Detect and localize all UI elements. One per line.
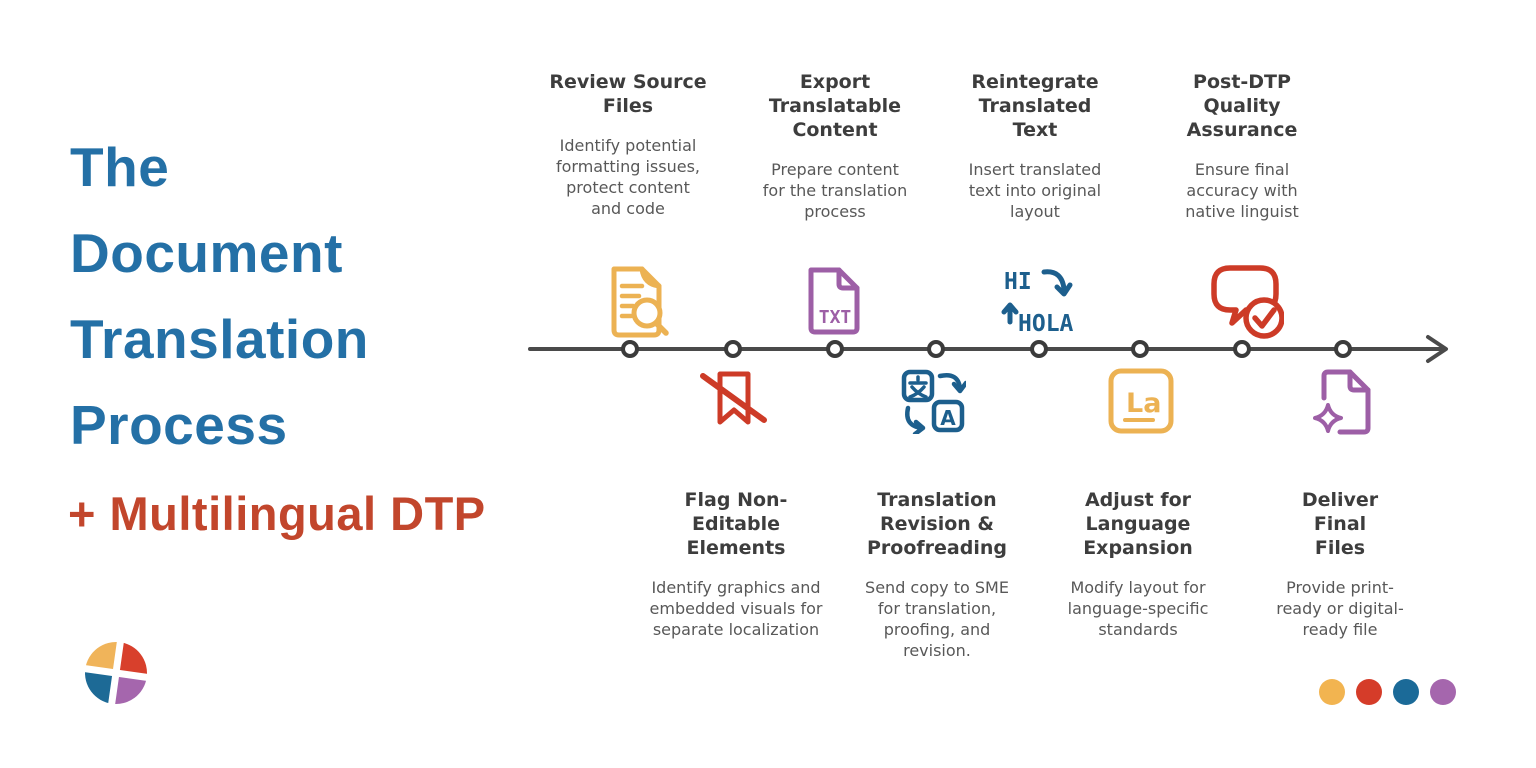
- step-description: Insert translated text into original lay…: [968, 160, 1102, 221]
- step-post-dtp-quality-assurance: Post-DTP Quality Assurance Ensure final …: [1142, 70, 1342, 222]
- a-label: A: [940, 406, 956, 430]
- language-la-icon: La: [1108, 368, 1174, 434]
- timeline-nodes: [621, 340, 1352, 358]
- timeline-node: [724, 340, 742, 358]
- sparkle-file-icon: [1313, 369, 1371, 435]
- step-export-translatable-content: Export Translatable Content Prepare cont…: [735, 70, 935, 222]
- step-description: Identify potential formatting issues, pr…: [555, 136, 700, 218]
- logo-quadrant-yellow: [85, 642, 121, 673]
- timeline-node: [1131, 340, 1149, 358]
- palette-dot: [1393, 679, 1419, 705]
- txt-file-icon: TXT: [808, 267, 860, 335]
- step-description: Modify layout for language-specific stan…: [1067, 578, 1209, 639]
- step-title: Translation Revision & Proofreading: [867, 489, 1007, 559]
- step-review-source-files: Review Source Files Identify potential f…: [528, 70, 728, 219]
- txt-label: TXT: [819, 307, 852, 328]
- step-translation-revision-proofreading: Translation Revision & Proofreading Send…: [827, 488, 1047, 661]
- logo-quadrant-red: [116, 642, 147, 678]
- timeline-node: [1233, 340, 1251, 358]
- timeline-node: [621, 340, 639, 358]
- logo-quadrant-blue: [85, 668, 116, 704]
- step-description: Identify graphics and embedded visuals f…: [649, 578, 823, 639]
- step-reintegrate-translated-text: Reintegrate Translated Text Insert trans…: [935, 70, 1135, 222]
- hola-label: HOLA: [1018, 311, 1074, 336]
- timeline-node: [826, 340, 844, 358]
- palette-dot: [1430, 679, 1456, 705]
- palette-dot: [1356, 679, 1382, 705]
- step-title: Deliver Final Files: [1301, 489, 1379, 559]
- step-description: Send copy to SME for translation, proofi…: [865, 578, 1009, 660]
- step-description: Prepare content for the translation proc…: [762, 160, 908, 221]
- step-title: Export Translatable Content: [768, 71, 902, 141]
- page-title: The Document Translation Process: [70, 136, 369, 456]
- document-search-icon: [611, 266, 669, 338]
- step-title: Flag Non- Editable Elements: [684, 489, 788, 559]
- step-deliver-final-files: Deliver Final Files Provide print- ready…: [1230, 488, 1450, 640]
- hi-label: HI: [1004, 269, 1032, 295]
- palette-dots: [1319, 679, 1456, 705]
- step-title: Post-DTP Quality Assurance: [1186, 71, 1298, 141]
- timeline-node: [1030, 340, 1048, 358]
- la-label: La: [1126, 388, 1161, 419]
- step-flag-non-editable-elements: Flag Non- Editable Elements Identify gra…: [626, 488, 846, 640]
- brand-logo: [81, 640, 151, 708]
- step-title: Review Source Files: [549, 71, 707, 117]
- palette-dot: [1319, 679, 1345, 705]
- page-subtitle: + Multilingual DTP: [68, 487, 486, 540]
- step-description: Ensure final accuracy with native lingui…: [1185, 160, 1299, 221]
- step-title: Adjust for Language Expansion: [1083, 489, 1193, 559]
- process-timeline: [528, 335, 1448, 363]
- flag-slash-icon: [700, 371, 767, 425]
- speech-bubble-check-icon: [1211, 265, 1284, 339]
- logo-quadrant-purple: [111, 673, 147, 704]
- timeline-arrowhead: [1426, 335, 1448, 363]
- hi-hola-translation-icon: HI HOLA: [1001, 269, 1074, 336]
- timeline-node: [1334, 340, 1352, 358]
- step-adjust-for-language-expansion: Adjust for Language Expansion Modify lay…: [1028, 488, 1248, 640]
- step-title: Reintegrate Translated Text: [971, 71, 1099, 141]
- translate-languages-icon: A: [901, 369, 966, 434]
- step-description: Provide print- ready or digital- ready f…: [1276, 578, 1404, 639]
- timeline-node: [927, 340, 945, 358]
